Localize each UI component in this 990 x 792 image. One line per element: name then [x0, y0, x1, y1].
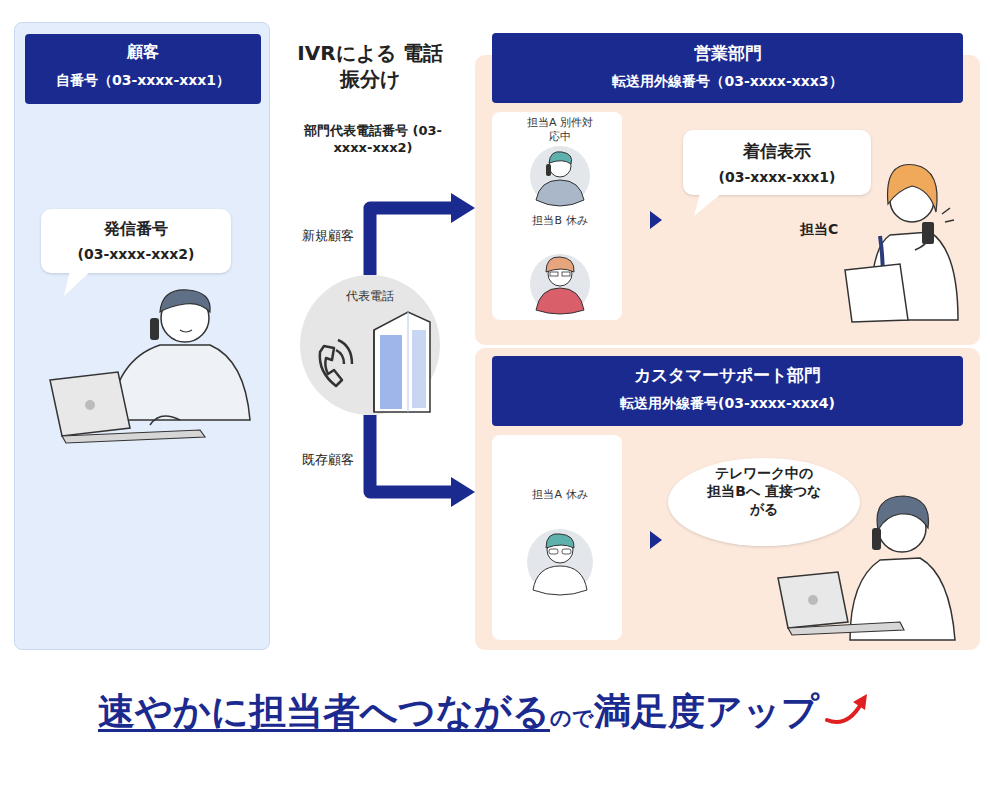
number-label: 部門代表電話番号 (03-xxxx-xxx2) [288, 123, 458, 157]
header-number: 転送用外線番号(03-xxxx-xxx4) [492, 394, 963, 412]
rise-arrow-head [853, 694, 867, 710]
connector [370, 415, 475, 507]
oval-text: テレワーク中の 担当Bへ 直接つながる [706, 464, 822, 519]
connector-label: 新規顧客 [300, 228, 356, 245]
staff-c-illustration [845, 164, 958, 322]
bubble-number: (03-xxxx-xxx1) [683, 168, 871, 186]
staff-avatar-off [527, 529, 593, 595]
bubble-number: (03-xxxx-xxx2) [41, 245, 231, 263]
main-line-circle: 代表電話 [300, 275, 440, 415]
staff-status: 担当A 別件対応中 [522, 116, 598, 145]
header-title: 顧客 [25, 42, 261, 63]
speech-bubble: 着信表示 (03-xxxx-xxx1) [683, 130, 871, 195]
customer-panel: 顧客自番号（03-xxxx-xxx1） 発信番号 (03-xxxx-xxx2) [14, 22, 270, 650]
bubble-tail [694, 193, 722, 216]
diagram-title: IVRによる 電話振分け [290, 40, 450, 92]
staff-avatar-off [530, 254, 590, 314]
staff-avatar-busy [530, 146, 590, 206]
header-number: 自番号（03-xxxx-xxx1） [25, 71, 261, 89]
slogan-text: 満足度アップ [594, 690, 819, 734]
header-number: 転送用外線番号（03-xxxx-xxx3） [492, 72, 963, 90]
connector-line [370, 415, 455, 492]
speech-oval: テレワーク中の 担当Bへ 直接つながる [668, 458, 860, 546]
arrow-head [451, 477, 475, 507]
bubble-title: 着信表示 [683, 140, 871, 162]
staff-status: 担当A 休み [532, 488, 588, 502]
support-panel: カスタマーサポート部門転送用外線番号(03-xxxx-xxx4) 担当A 休み テレ… [475, 348, 980, 650]
header-title: 営業部門 [492, 42, 963, 64]
pointer-triangle [650, 531, 662, 549]
connector-label: 既存顧客 [300, 452, 356, 469]
pointer-triangle [650, 211, 662, 229]
slogan-text: 速やかに担当者へつながる [98, 690, 550, 734]
header-title: カスタマーサポート部門 [492, 364, 963, 386]
customer-illustration [50, 290, 250, 443]
slogan-connector: ので [550, 706, 594, 734]
bubble-tail [64, 270, 92, 296]
staff-box: 担当A 休み [492, 435, 622, 640]
rise-arrow [823, 690, 875, 730]
caption-row: 速やかに担当者へつながるので満足度アップ [98, 690, 875, 734]
rise-arrow-line [827, 704, 861, 722]
bubble-title: 発信番号 [41, 219, 231, 240]
arrow-head [451, 193, 475, 223]
connector-line [370, 208, 455, 275]
telework-illustration [778, 496, 955, 640]
speech-bubble: 発信番号 (03-xxxx-xxx2) [41, 209, 231, 273]
sales-panel: 営業部門転送用外線番号（03-xxxx-xxx3）担当A 別件対応中担当B 休み… [475, 55, 980, 345]
phone-building-icon [320, 312, 430, 412]
staff-box: 担当A 別件対応中担当B 休み [492, 112, 622, 320]
circle-label: 代表電話 [320, 289, 420, 305]
staff-status: 担当B 休み [532, 214, 588, 228]
staff-name: 担当C [800, 220, 838, 238]
connector [370, 193, 475, 275]
